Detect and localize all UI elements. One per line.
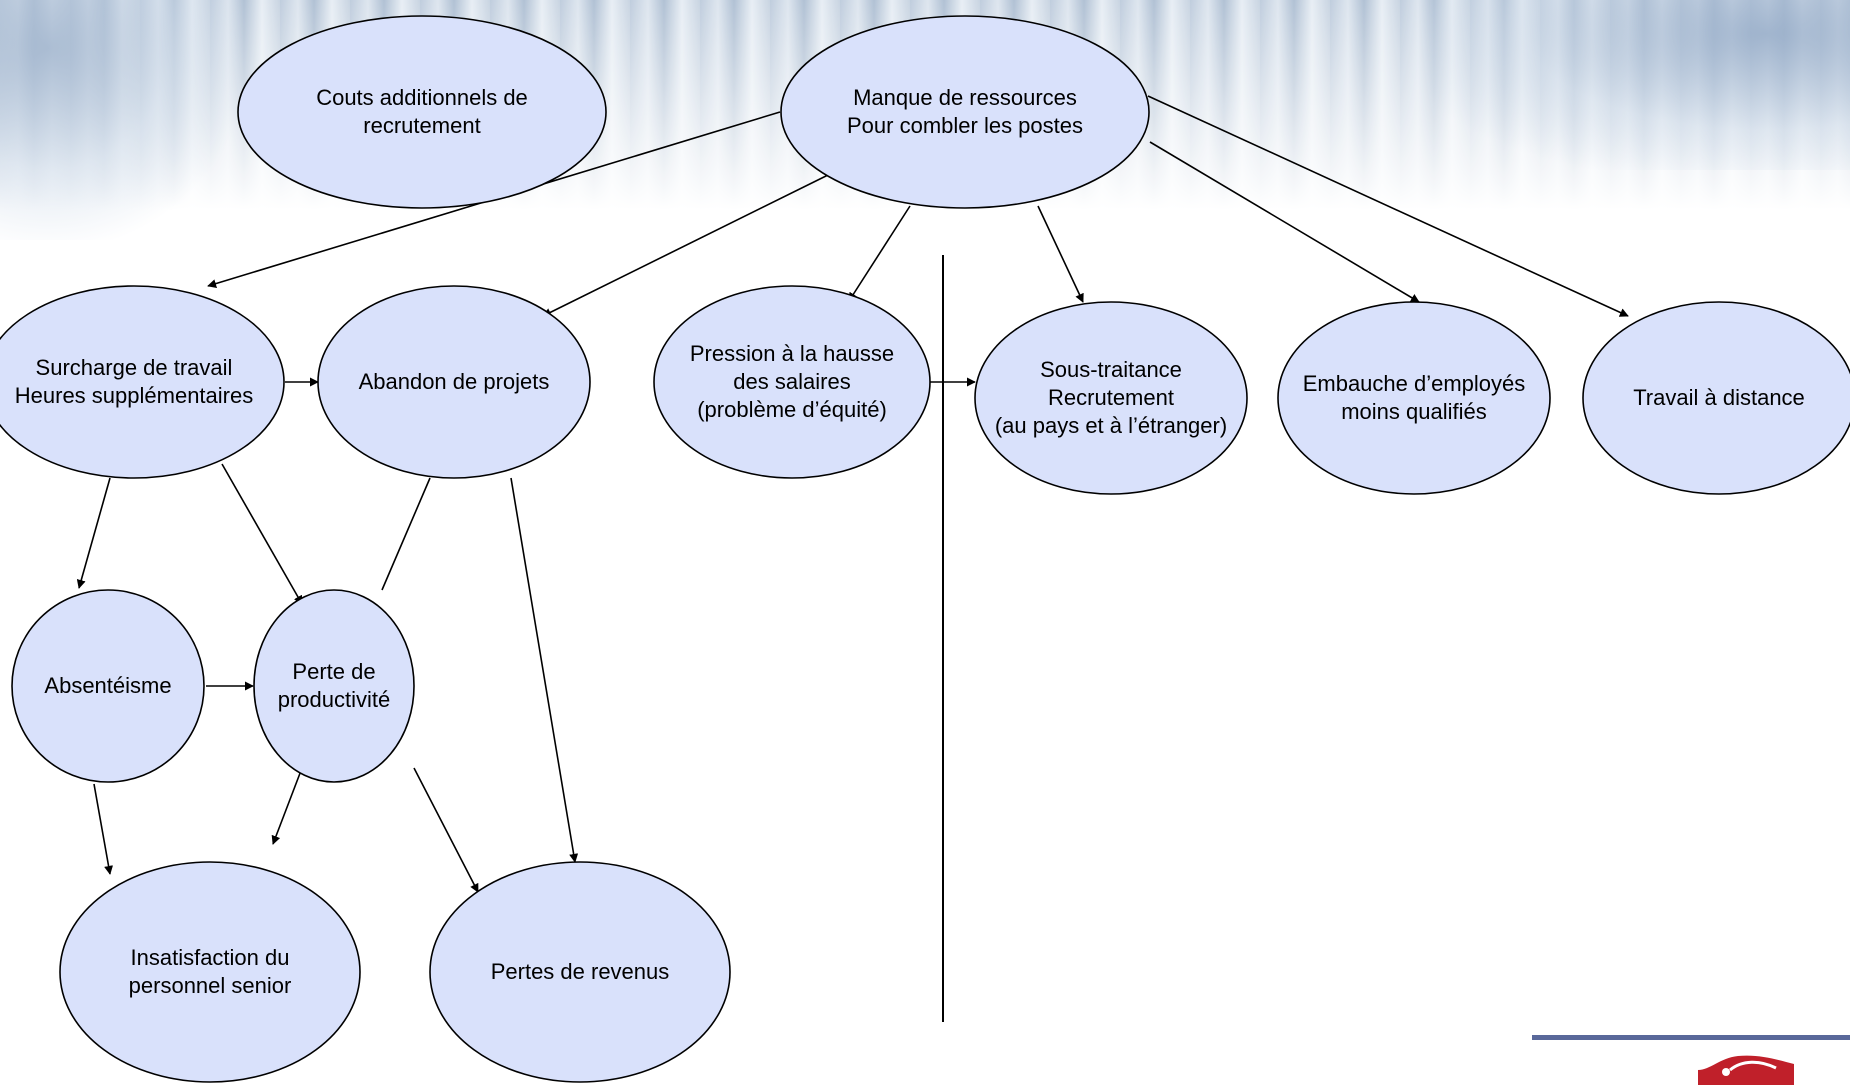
node-abandon [317, 285, 591, 479]
logo-icon [1698, 1055, 1794, 1085]
arrow-productivity-to-revenue [413, 767, 479, 893]
arrow-productivity-to-senior [271, 767, 303, 845]
line-abandon-to-productivity [381, 477, 431, 591]
arrow-lack-to-less-qualified [1149, 141, 1420, 303]
node-productivity-loss [253, 589, 415, 783]
node-outsourcing [974, 301, 1248, 495]
footer-rule [1532, 1035, 1850, 1040]
header-banner-left-image [0, 0, 240, 240]
arrow-lack-to-outsourcing [1037, 205, 1084, 303]
node-lack-resources [780, 15, 1150, 209]
arrow-abandon-to-revenue [510, 477, 579, 863]
node-absenteeism [11, 589, 205, 783]
arrow-lack-to-abandon [542, 174, 829, 317]
node-recruit-costs [237, 15, 607, 209]
node-salary-pressure [653, 285, 931, 479]
arrow-lack-to-remote [1147, 95, 1629, 317]
node-less-qualified [1277, 301, 1551, 495]
node-overload [0, 285, 285, 479]
node-senior-dissatisfaction [59, 861, 361, 1083]
node-revenue-loss [429, 861, 731, 1083]
arrow-lack-to-salary [848, 205, 911, 302]
arrow-overload-to-absenteeism [76, 477, 111, 589]
node-remote-work [1582, 301, 1850, 495]
header-banner-right-image [1430, 0, 1850, 170]
arrow-absenteeism-to-senior [93, 783, 114, 875]
arrow-overload-to-productivity [221, 463, 303, 605]
